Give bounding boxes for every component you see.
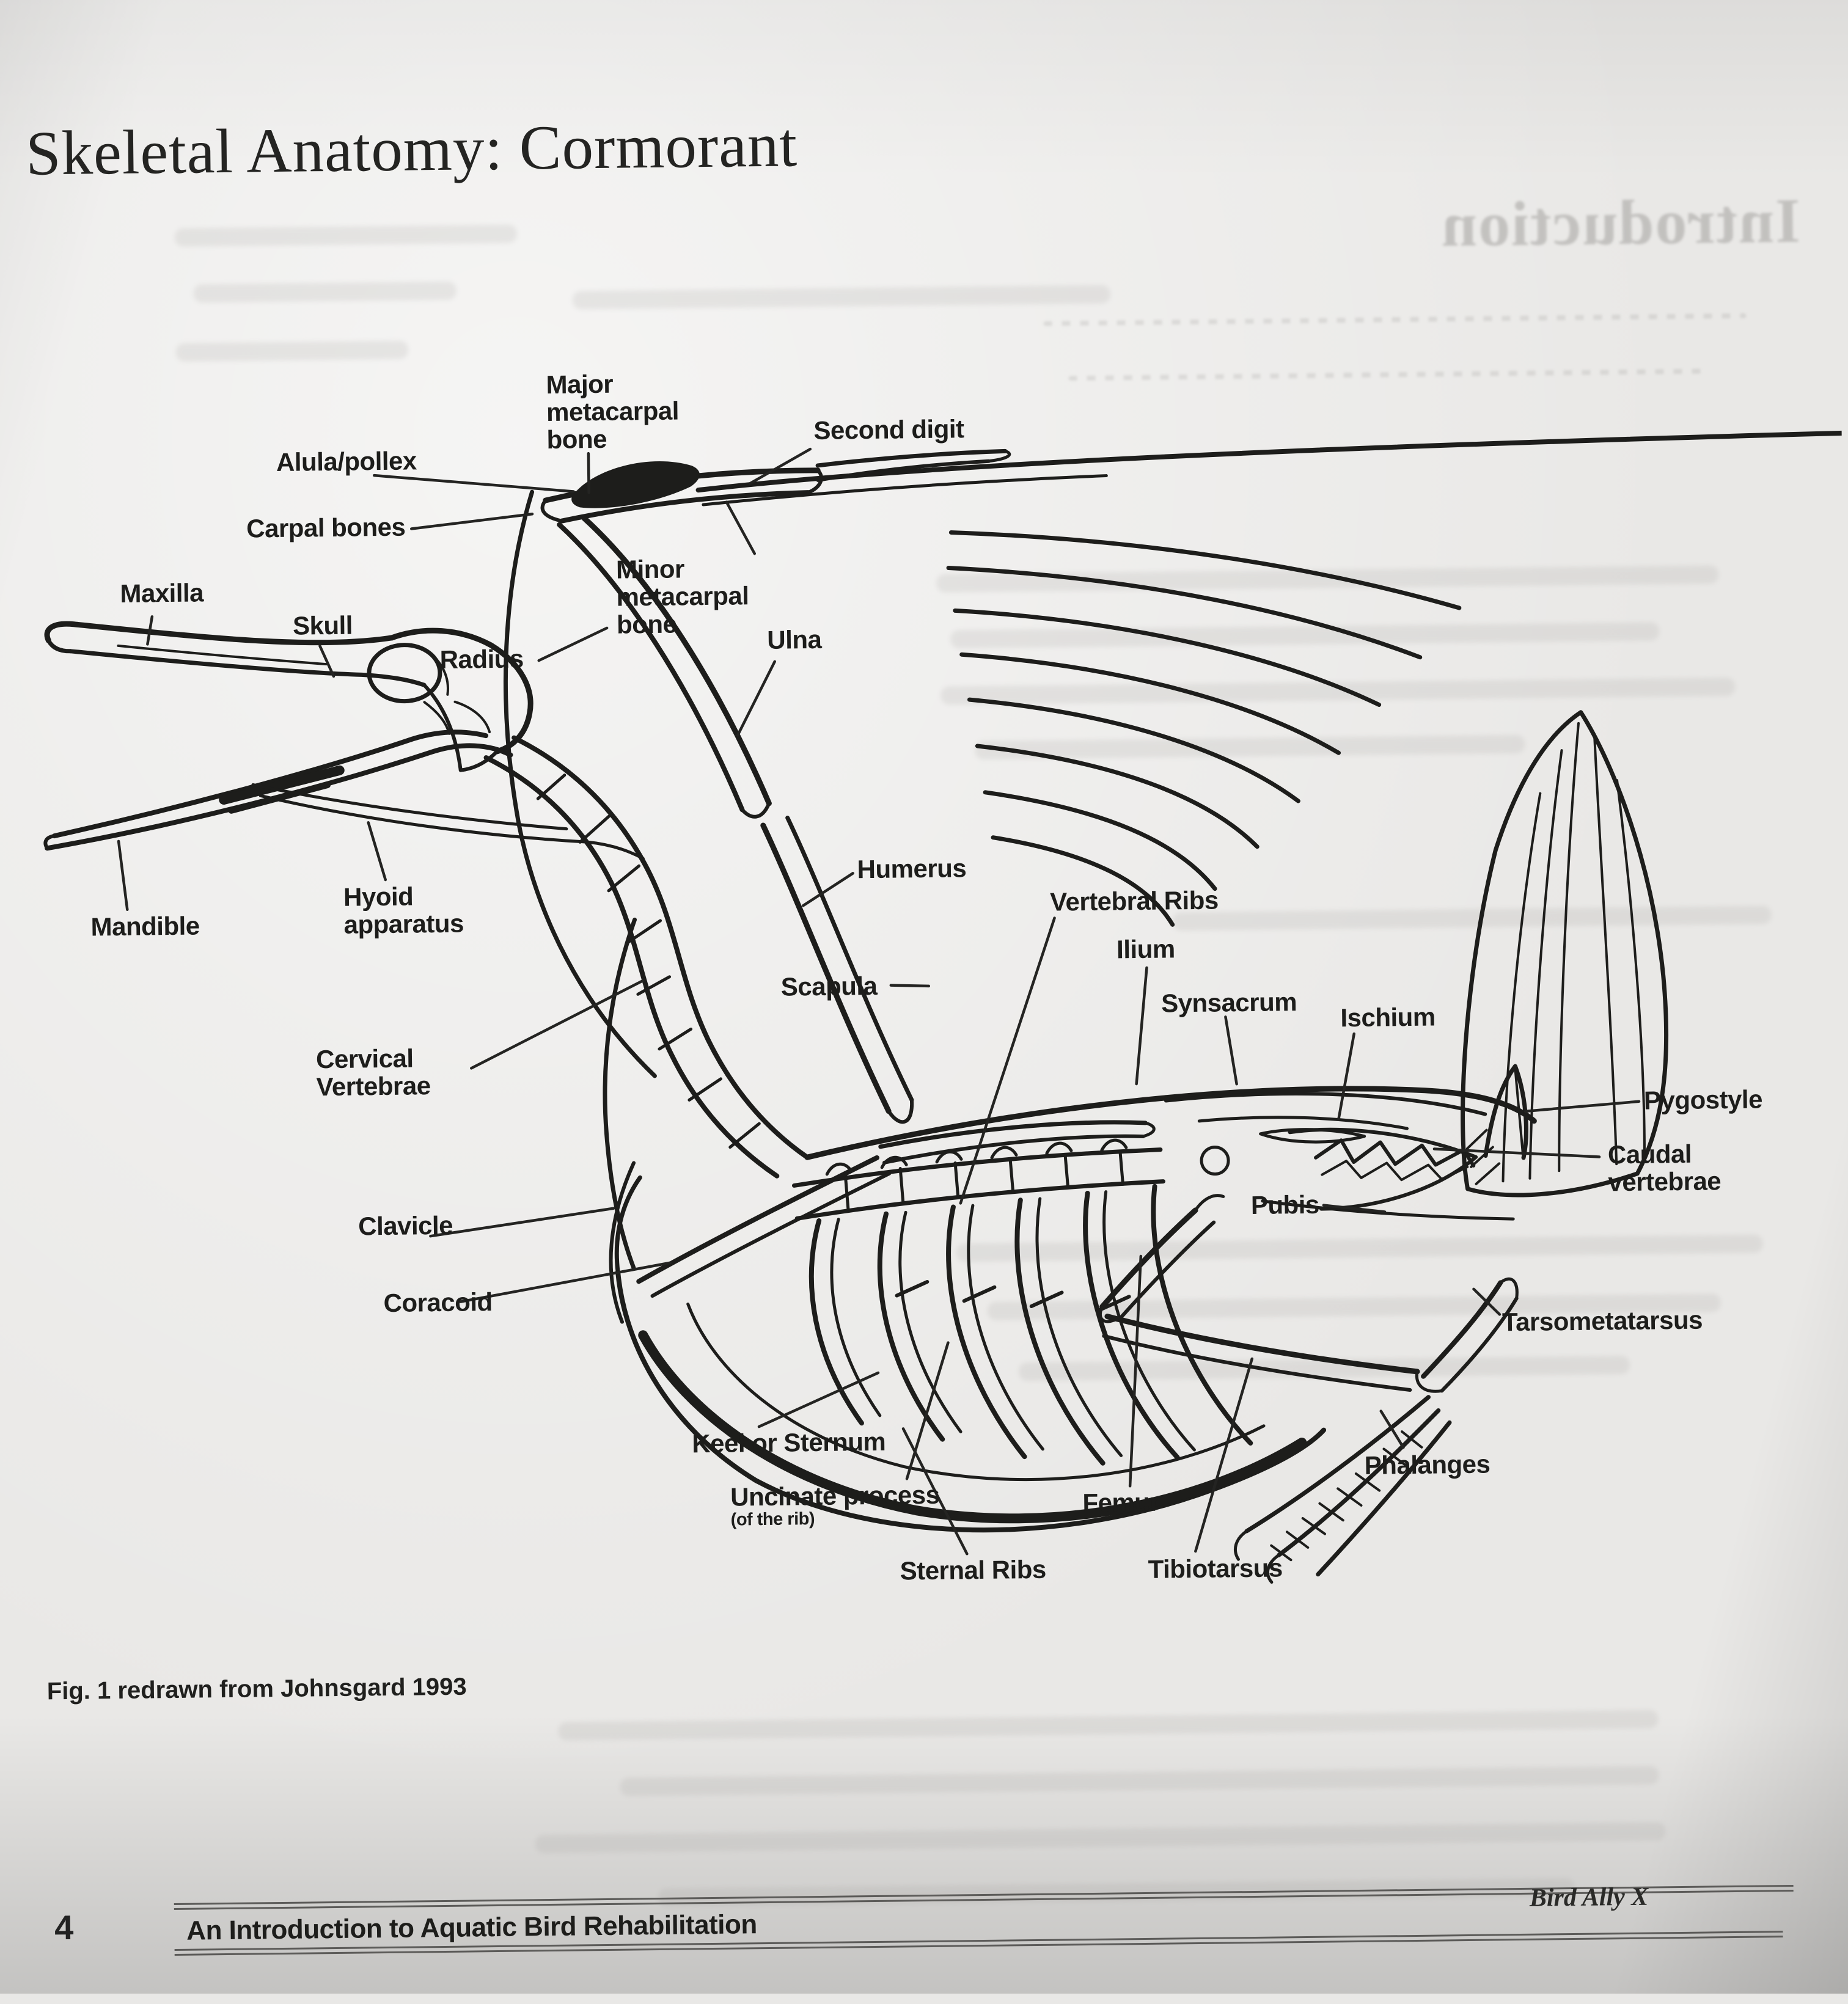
leg-bones [1098,1194,1519,1584]
leader-synsacrum [1224,1015,1238,1086]
page-number: 4 [54,1907,74,1947]
leader-alula-pollex [373,474,575,493]
label-uncinate-process: Uncinate process(of the rib) [730,1480,940,1530]
mandible-bone [43,730,513,851]
label-ischium: Ischium [1340,1002,1436,1033]
label-alula-pollex: Alula/pollex [276,446,417,477]
label-hyoid-apparatus: Hyoid apparatus [343,882,464,939]
label-humerus: Humerus [857,854,967,884]
label-pygostyle: Pygostyle [1643,1084,1763,1115]
figure-caption: Fig. 1 redrawn from Johnsgard 1993 [46,1673,467,1705]
leader-maxilla [146,615,154,646]
leader-caudal-vertebrae [1432,1147,1601,1158]
label-coracoid: Coracoid [383,1287,493,1318]
footer-imprint: Bird Ally X [1529,1882,1649,1912]
leader-humerus [802,872,854,907]
label-carpal-bones: Carpal bones [246,512,406,543]
trunk-bones [791,1086,1537,1221]
label-maxilla: Maxilla [120,578,204,608]
label-tarsometatarsus: Tarsometatarsus [1502,1305,1703,1337]
label-tibiotarsus: Tibiotarsus [1148,1553,1283,1584]
label-uncinate-process-sub: (of the rib) [730,1509,815,1530]
label-ilium: Ilium [1116,934,1175,964]
leader-tarsometatarsus [1472,1287,1502,1316]
leader-sternal-ribs [901,1427,969,1556]
page-title: Skeletal Anatomy: Cormorant [25,110,798,189]
leader-keel-or-sternum [757,1371,880,1428]
skull-and-beak [44,621,534,772]
leader-cervical-vertebrae [470,979,644,1070]
label-leader-lines [117,447,1641,1556]
label-keel-or-sternum: Keel or Sternum [692,1427,886,1458]
footer-book-title: An Introduction to Aquatic Bird Rehabili… [186,1909,758,1946]
leader-second-digit [749,447,812,485]
label-cervical-vertebrae: Cervical Vertebrae [315,1044,431,1102]
label-clavicle: Clavicle [358,1210,453,1241]
leader-radius [537,626,609,662]
leader-mandible [117,839,129,912]
leader-major-metacarpal [587,452,590,494]
leader-carpal-bones [410,512,534,530]
leader-tibiotarsus [1194,1357,1254,1553]
rib-bones [809,1183,1253,1466]
tail-feather-fan [1461,710,1669,1198]
sternum-bones [609,1155,1327,1533]
wing-bones [503,430,1846,1124]
label-phalanges: Phalanges [1364,1449,1491,1480]
leader-phalanges [1379,1410,1405,1449]
leader-femur [1128,1254,1143,1488]
pelvis-bones [1164,1064,1528,1221]
leader-pubis [1322,1204,1387,1213]
label-radius: Radius [439,644,524,674]
hyoid-bones [251,783,645,860]
label-mandible: Mandible [90,911,200,942]
leader-scapula [889,984,931,988]
leader-ischium [1337,1032,1355,1121]
leader-uncinate-process [905,1341,950,1480]
leader-hyoid-apparatus [367,821,387,882]
label-vertebral-ribs: Vertebral Ribs [1049,885,1219,916]
label-minor-metacarpal: Minor metacarpal bone [615,554,749,639]
label-scapula: Scapula [780,971,878,1001]
label-caudal-vertebrae: Caudal vertebrae [1607,1139,1722,1197]
leader-pygostyle [1524,1100,1641,1113]
leader-ilium [1135,966,1148,1086]
label-ulna: Ulna [767,624,822,654]
label-skull: Skull [292,610,353,640]
leader-ulna [736,660,777,737]
label-femur: Femur [1082,1487,1160,1518]
label-sternal-ribs: Sternal Ribs [900,1554,1046,1585]
label-synsacrum: Synsacrum [1160,987,1297,1018]
wing-feather-curves [946,530,1462,927]
leader-vertebral-ribs [959,916,1056,1205]
leader-clavicle [429,1207,615,1238]
leader-coracoid [459,1261,672,1303]
label-second-digit: Second digit [813,414,964,445]
label-pubis: Pubis [1250,1190,1320,1220]
label-major-metacarpal: Major metacarpal bone [546,369,680,454]
leader-minor-metacarpal [725,500,757,555]
leader-skull [318,644,336,678]
